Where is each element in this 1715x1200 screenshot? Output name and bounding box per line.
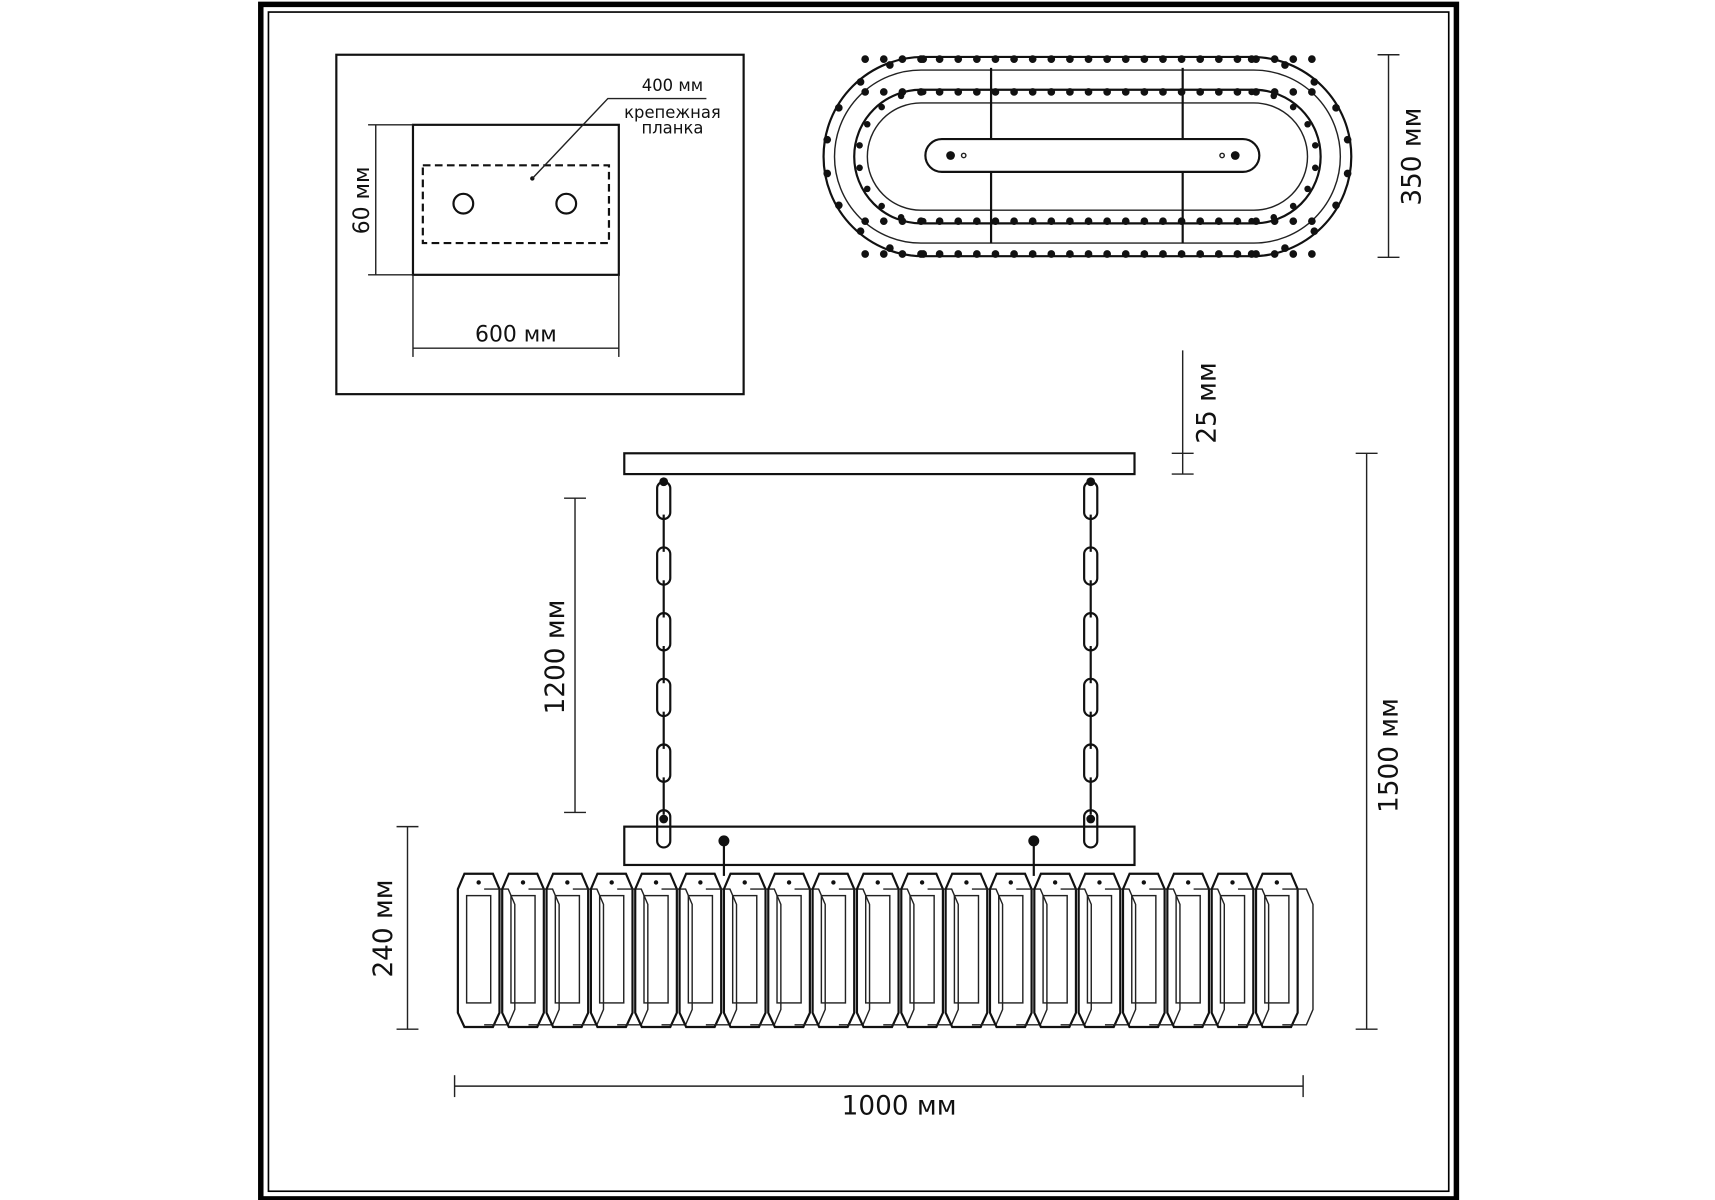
crystal: [456, 872, 516, 1029]
crystal: [678, 872, 738, 1029]
canopy-height-label: 60 мм: [350, 166, 375, 234]
crystal: [1166, 872, 1225, 1029]
depth-label: 350 мм: [1397, 108, 1427, 206]
crystal: [1210, 872, 1270, 1029]
canopy-thickness-label: 25 мм: [1193, 362, 1223, 443]
crystal: [767, 872, 826, 1029]
plate-size-label: 400 мм: [642, 76, 703, 95]
crystal: [811, 872, 871, 1029]
top-view: 350 мм: [822, 54, 1427, 259]
crystal: [855, 872, 915, 1029]
crystal-row: [456, 872, 1314, 1029]
canopy-outline: [411, 123, 620, 276]
crystal: [501, 872, 560, 1029]
crystal: [1077, 872, 1137, 1029]
crystal: [944, 872, 1004, 1029]
side-view: 25 мм 1200 мм 240 мм 1500 мм 1000 мм: [369, 350, 1404, 1122]
total-height-label: 1500 мм: [1374, 698, 1404, 813]
crystal: [1033, 872, 1092, 1029]
chain: [1083, 477, 1099, 849]
crystal: [988, 872, 1048, 1029]
ceiling-canopy: [623, 452, 1136, 476]
crystal: [1254, 872, 1314, 1029]
canopy-width-label: 600 мм: [475, 323, 557, 348]
crystal-beads: [823, 55, 1352, 258]
mounting-bar: [924, 137, 1261, 173]
mount-detail: 400 мм крепежная планка 60 мм 600 мм: [335, 53, 745, 396]
width-label: 1000 мм: [842, 1092, 957, 1122]
lower-frame: [623, 825, 1136, 867]
inner-frame: [267, 11, 1450, 1193]
crystal: [1121, 872, 1181, 1029]
screw-hole-icon: [555, 192, 578, 215]
mounting-plate: [421, 164, 611, 245]
crystal: [545, 872, 605, 1029]
crystal: [722, 872, 782, 1029]
chain: [656, 477, 672, 849]
crystal: [634, 872, 693, 1029]
crystal: [900, 872, 959, 1029]
crystal: [589, 872, 649, 1029]
screw-hole-icon: [452, 192, 475, 215]
outer-frame: [258, 1, 1460, 1200]
plate-label-line1: крепежная: [624, 103, 721, 122]
plate-label-line2: планка: [641, 119, 703, 138]
body-height-label: 240 мм: [369, 879, 399, 977]
chain-length-label: 1200 мм: [541, 600, 571, 715]
